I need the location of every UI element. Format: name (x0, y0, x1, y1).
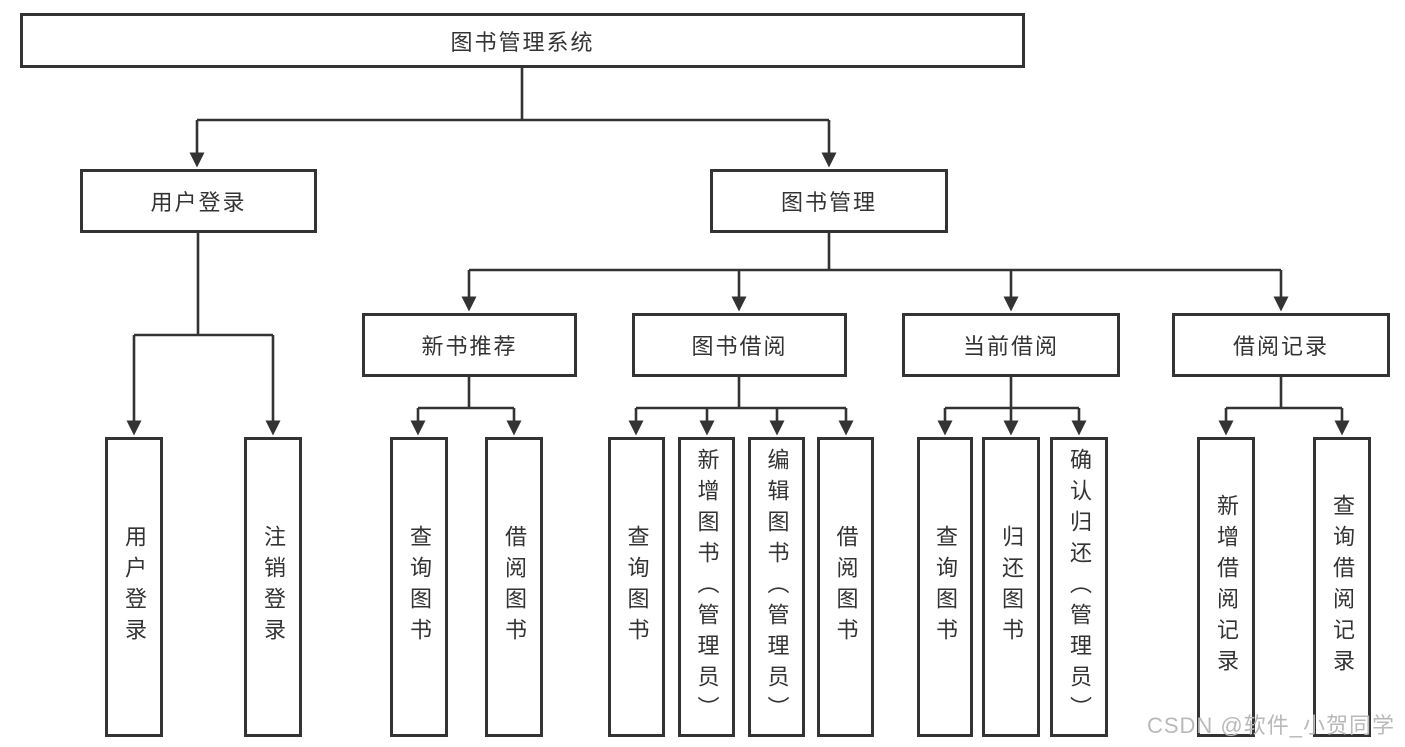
leaf-records-add-record: 新增借阅记录 (1197, 437, 1255, 737)
leaf-current-return-books: 归还图书 (982, 437, 1040, 737)
node-borrowing-records: 借阅记录 (1172, 313, 1390, 377)
leaf-borrowing-query-books: 查询图书 (608, 437, 665, 737)
leaf-current-query-books: 查询图书 (917, 437, 973, 737)
node-user-login: 用户登录 (80, 169, 317, 233)
leaf-borrowing-borrow-books: 借阅图书 (817, 437, 874, 737)
leaf-user-login: 用户登录 (105, 437, 163, 737)
leaf-logout: 注销登录 (244, 437, 302, 737)
leaf-records-query-record: 查询借阅记录 (1313, 437, 1371, 737)
leaf-recommend-borrow-books: 借阅图书 (485, 437, 543, 737)
leaf-borrowing-edit-books-admin: 编辑图书（管理员） (748, 437, 805, 737)
leaf-recommend-query-books: 查询图书 (390, 437, 448, 737)
node-new-book-recommend: 新书推荐 (362, 313, 577, 377)
csdn-watermark: CSDN @软件_小贺同学 (1146, 713, 1395, 738)
node-book-borrowing: 图书借阅 (632, 313, 847, 377)
leaf-current-confirm-return-admin: 确认归还（管理员） (1050, 437, 1108, 737)
node-current-borrowing: 当前借阅 (902, 313, 1120, 377)
leaf-borrowing-add-books-admin: 新增图书（管理员） (678, 437, 735, 737)
node-book-management: 图书管理 (710, 169, 948, 233)
node-root-system: 图书管理系统 (20, 13, 1025, 68)
